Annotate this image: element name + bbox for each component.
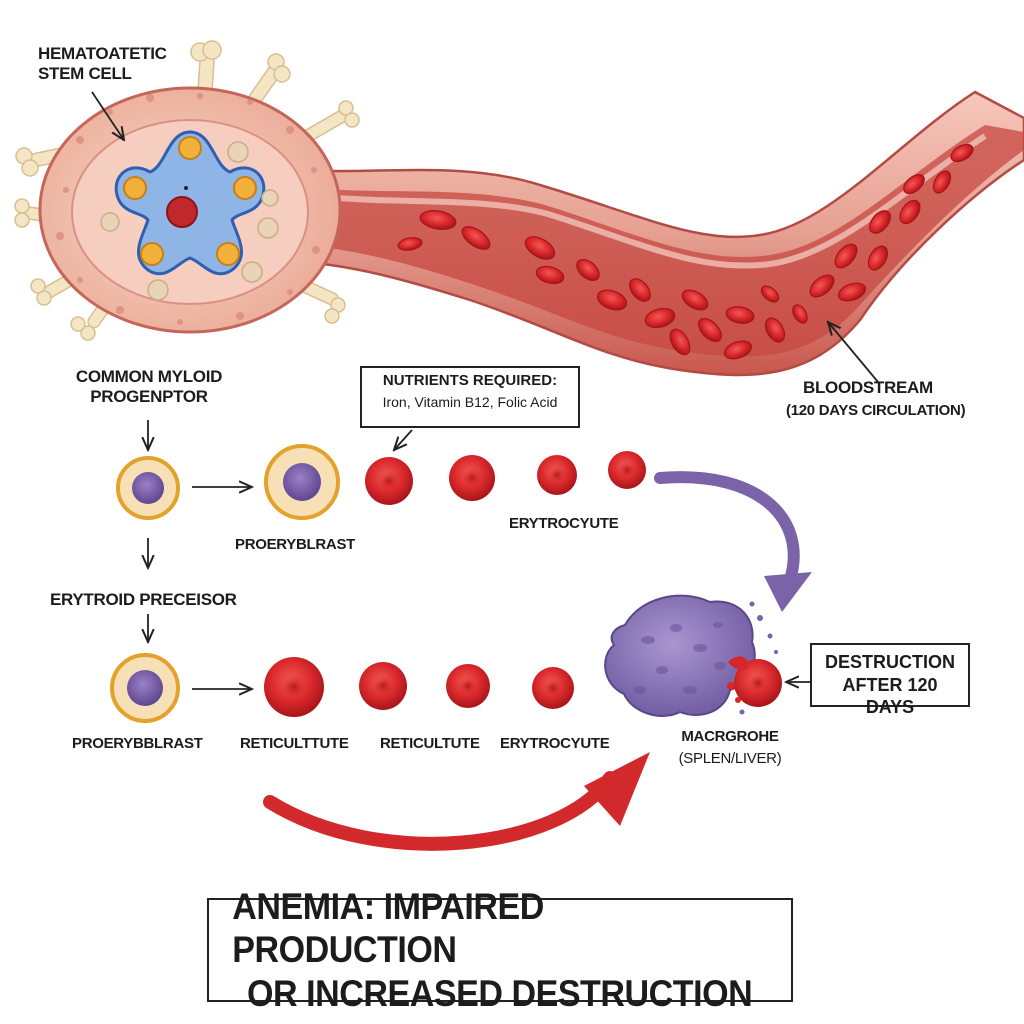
red-blood-cell-icon <box>869 210 891 234</box>
reticulocyte-2-label: RETICULTUTE <box>380 735 480 752</box>
red-blood-cell-icon <box>629 278 651 302</box>
erythroid-precursor-label: ERYTROID PRECEISOR <box>50 590 237 609</box>
rbc-row-bottom <box>264 657 574 717</box>
red-blood-cell-icon <box>723 340 753 360</box>
red-blood-cell-icon <box>681 289 709 311</box>
red-blood-cell-icon <box>365 457 413 505</box>
nutrients-list: Iron, Vitamin B12, Folic Acid <box>382 394 558 410</box>
red-blood-cell-icon <box>419 210 457 230</box>
red-blood-cell-icon <box>446 664 490 708</box>
red-blood-cell-icon <box>697 317 723 343</box>
red-arrow <box>263 752 650 851</box>
macrophage-label: MACRGROHE <box>681 728 779 745</box>
proerythroblast-bottom-label: PROERYBBLRAST <box>72 735 203 752</box>
proerythroblast-top-label: PROERYBLRAST <box>235 536 356 553</box>
red-blood-cell-icon <box>792 304 808 324</box>
red-blood-cell-icon <box>760 285 780 303</box>
red-blood-cell-icon <box>669 328 691 356</box>
red-blood-cell-icon <box>734 659 782 707</box>
red-blood-cell-icon <box>449 455 495 501</box>
title-box: ANEMIA: IMPAIRED PRODUCTION OR INCREASED… <box>207 886 793 1014</box>
nutrients-box: NUTRIENTS REQUIRED: Iron, Vitamin B12, F… <box>360 366 580 428</box>
red-blood-cell-icon <box>725 306 755 324</box>
progenitor-cell-icon <box>264 444 340 520</box>
erythrocyte-bottom-label: ERYTROCYUTE <box>500 735 610 752</box>
red-blood-cell-icon <box>903 174 925 194</box>
red-blood-cell-icon <box>596 289 628 311</box>
macrophage-sub: (SPLEN/LIVER) <box>678 750 782 767</box>
red-blood-cell-icon <box>397 237 423 251</box>
progenitor-cell-icon <box>116 456 180 520</box>
purple-arrow <box>654 471 812 612</box>
red-blood-cell-icon <box>867 245 889 271</box>
destruction-box: DESTRUCTION AFTER 120 DAYS <box>810 643 970 717</box>
reticulocyte-1-label: RETICULTTUTE <box>240 735 349 752</box>
erythrocyte-top-label: ERYTROCYUTE <box>509 515 619 532</box>
red-blood-cell-icon <box>608 451 646 489</box>
bloodstream-sub: (120 DAYS CIRCULATION) <box>786 402 966 419</box>
red-blood-cell-icon <box>899 199 921 225</box>
red-blood-cell-icon <box>837 282 867 302</box>
nutrients-title: NUTRIENTS REQUIRED: <box>382 372 558 389</box>
red-blood-cell-icon <box>644 307 676 329</box>
blood-vessel <box>298 90 1024 377</box>
vessel-rbc-group <box>397 143 974 360</box>
red-blood-cell-icon <box>359 662 407 710</box>
stem-cell-icon <box>114 130 266 276</box>
stem-cell-label: HEMATOATETIC STEM CELL <box>38 44 167 84</box>
red-blood-cell-icon <box>834 243 858 269</box>
red-blood-cell-icon <box>537 455 577 495</box>
red-blood-cell-icon <box>535 265 565 285</box>
red-blood-cell-icon <box>576 259 600 281</box>
myeloid-label: COMMON MYLOID PROGENPTOR <box>75 367 223 407</box>
red-blood-cell-icon <box>264 657 324 717</box>
bloodstream-label: BLOODSTREAM <box>803 378 933 397</box>
red-blood-cell-icon <box>764 317 786 343</box>
macrophage-icon <box>604 594 782 717</box>
red-blood-cell-icon <box>950 143 974 163</box>
rbc-row-top <box>365 451 646 505</box>
red-blood-cell-icon <box>461 226 491 250</box>
title-line-2: OR INCREASED DESTRUCTION <box>247 972 753 1014</box>
red-blood-cell-icon <box>524 236 556 260</box>
title-line-1: ANEMIA: IMPAIRED PRODUCTION <box>232 885 544 971</box>
red-blood-cell-icon <box>932 170 952 194</box>
red-blood-cell-icon <box>532 667 574 709</box>
red-blood-cell-icon <box>809 274 835 298</box>
bone-marrow-cell <box>38 86 342 334</box>
progenitor-cell-icon <box>110 653 180 723</box>
